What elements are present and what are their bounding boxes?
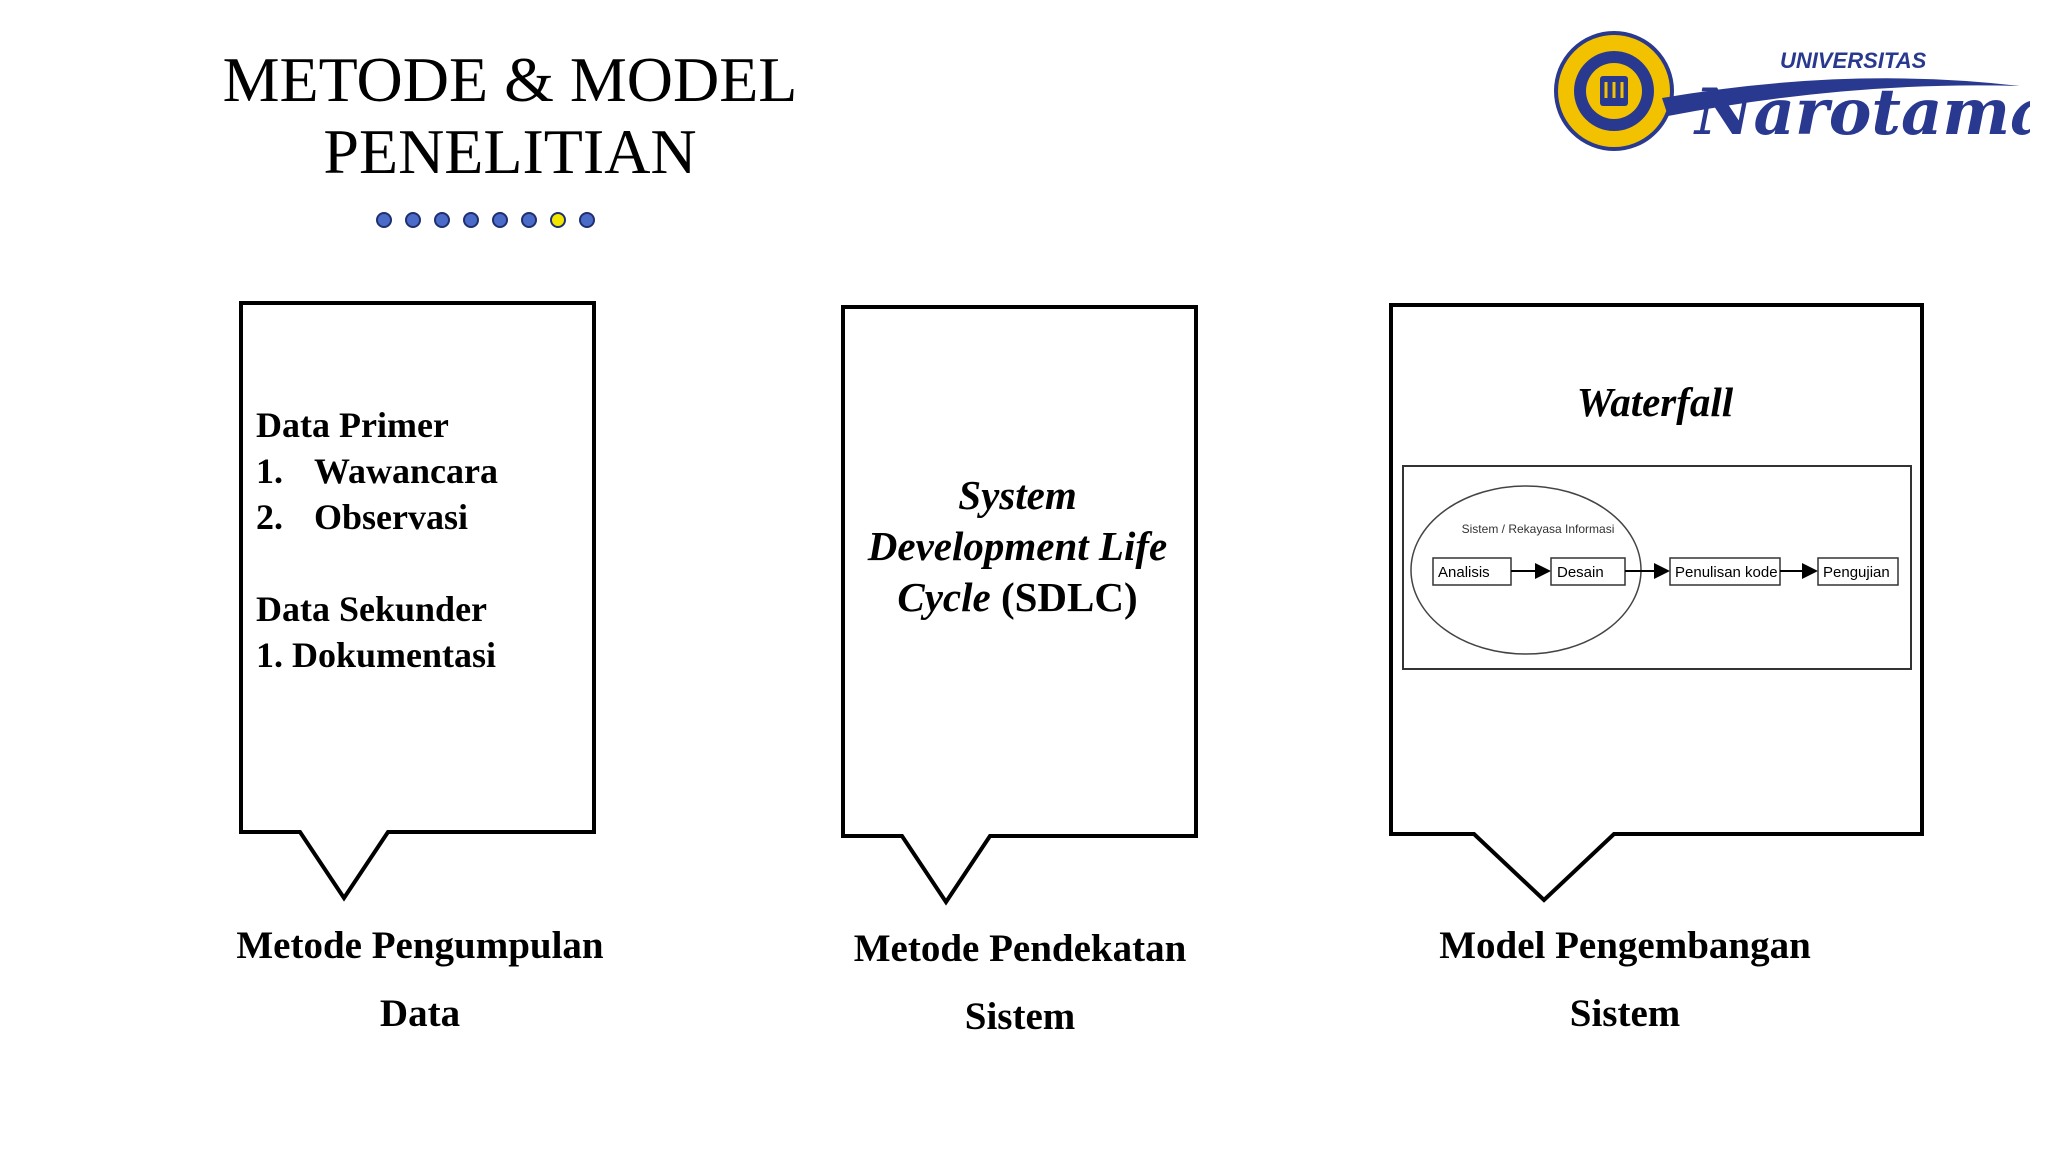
sdlc-text: System Development Life Cycle (SDLC) <box>867 472 1168 620</box>
decorative-dot <box>405 212 421 228</box>
data-collection-content: Data Primer 1. Wawancara 2. Observasi Da… <box>256 402 498 678</box>
ellipse-label: Sistem / Rekayasa Informasi <box>1462 522 1615 536</box>
decorative-dot <box>550 212 566 228</box>
step-desain: Desain <box>1557 564 1604 581</box>
step-analisis-box <box>1432 557 1512 586</box>
heading-secondary-data: Data Sekunder <box>256 589 488 629</box>
decorative-dots <box>376 212 595 228</box>
step-pengujian: Pengujian <box>1823 564 1890 581</box>
decorative-dot <box>376 212 392 228</box>
label-approach-method: Metode Pendekatan Sistem <box>853 927 1187 1038</box>
step-analisis: Analisis <box>1438 564 1490 581</box>
logo-graphic: UNIVERSITAS Narotama <box>1554 31 2030 151</box>
page-title: METODE & MODEL PENELITIAN <box>150 44 870 188</box>
step-pengujian-box <box>1817 557 1899 586</box>
waterfall-diagram: Sistem / Rekayasa Informasi Analisis Des… <box>1402 465 1912 670</box>
step-penulisan-kode: Penulisan kode <box>1675 564 1778 581</box>
waterfall-title: Waterfall <box>1576 379 1734 425</box>
decorative-dot <box>521 212 537 228</box>
list-item: 1. Wawancara <box>256 451 498 491</box>
label-development-model: Model Pengembangan Sistem <box>1439 924 1811 1035</box>
svg-text:Narotama: Narotama <box>1693 75 2030 150</box>
list-item: 1. Dokumentasi <box>256 635 497 675</box>
svg-text:UNIVERSITAS: UNIVERSITAS <box>1780 48 1927 73</box>
decorative-dot <box>492 212 508 228</box>
heading-primary-data: Data Primer <box>256 405 449 445</box>
waterfall-flow: Sistem / Rekayasa Informasi Analisis Des… <box>1410 485 1899 655</box>
decorative-dot <box>434 212 450 228</box>
decorative-dot <box>463 212 479 228</box>
title-line-2: PENELITIAN <box>323 116 697 187</box>
step-desain-box <box>1550 557 1626 586</box>
decorative-dot <box>579 212 595 228</box>
list-item: 2. Observasi <box>256 497 469 537</box>
label-data-collection: Metode Pengumpulan Data <box>236 924 604 1035</box>
university-logo: UNIVERSITAS Narotama <box>1550 26 2030 156</box>
title-line-1: METODE & MODEL <box>222 44 798 115</box>
